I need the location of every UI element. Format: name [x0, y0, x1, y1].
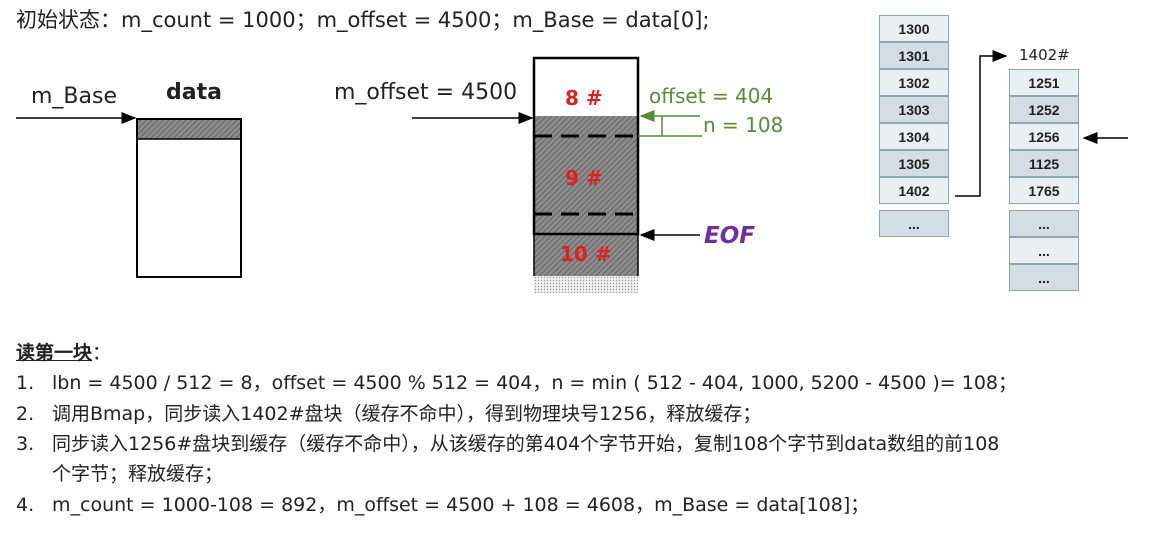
block-cell: 1251: [1009, 69, 1079, 96]
block-1402-title: 1402#: [1019, 46, 1070, 64]
initial-state-text: 初始状态：m_count = 1000；m_offset = 4500；m_Ba…: [16, 8, 710, 32]
eof-label: EOF: [704, 223, 755, 249]
m-base-label: m_Base: [31, 84, 118, 109]
m-offset-label: m_offset = 4500: [334, 80, 518, 105]
data-array: [136, 118, 242, 278]
offset-note: offset = 404: [649, 84, 774, 108]
block-cell: ...: [1009, 237, 1079, 264]
index-cell: 1302: [879, 69, 949, 96]
block-cell: ...: [1009, 210, 1079, 237]
steps-title: 读第一块：: [16, 342, 112, 364]
index-cell: 1301: [879, 42, 949, 69]
block-9-label: 9 #: [565, 166, 603, 190]
offset-bracket: [638, 110, 702, 137]
data-label: data: [166, 80, 222, 105]
index-cell: 1303: [879, 96, 949, 123]
step-2: 2.调用Bmap，同步读入1402#盘块（缓存不命中），得到物理块号1256，释…: [16, 403, 762, 425]
step-3-continued: 个字节；释放缓存；: [52, 463, 224, 485]
index-link-arrow: [955, 50, 1008, 197]
disk-blocks: [532, 56, 640, 293]
step-3: 3.同步读入1256#盘块到缓存（缓存不命中），从该缓存的第404个字节开始，复…: [16, 433, 1000, 455]
block-10-label: 10 #: [560, 242, 612, 266]
index-cell: 1304: [879, 123, 949, 150]
block-8-label: 8 #: [565, 86, 603, 110]
block-cell: 1125: [1009, 150, 1079, 177]
step-1: 1.lbn = 4500 / 512 = 8，offset = 4500 % 5…: [16, 372, 1017, 394]
n-note: n = 108: [703, 113, 784, 137]
block-cell: ...: [1009, 264, 1079, 291]
block-cell: 1765: [1009, 177, 1079, 204]
block-cell: 1252: [1009, 96, 1079, 123]
block-cell: 1256: [1009, 123, 1079, 150]
step-4: 4.m_count = 1000-108 = 892，m_offset = 45…: [16, 494, 870, 516]
index-cell: ...: [879, 210, 949, 237]
index-cell: 1402: [879, 177, 949, 204]
index-cell: 1305: [879, 150, 949, 177]
index-cell: 1300: [879, 15, 949, 42]
